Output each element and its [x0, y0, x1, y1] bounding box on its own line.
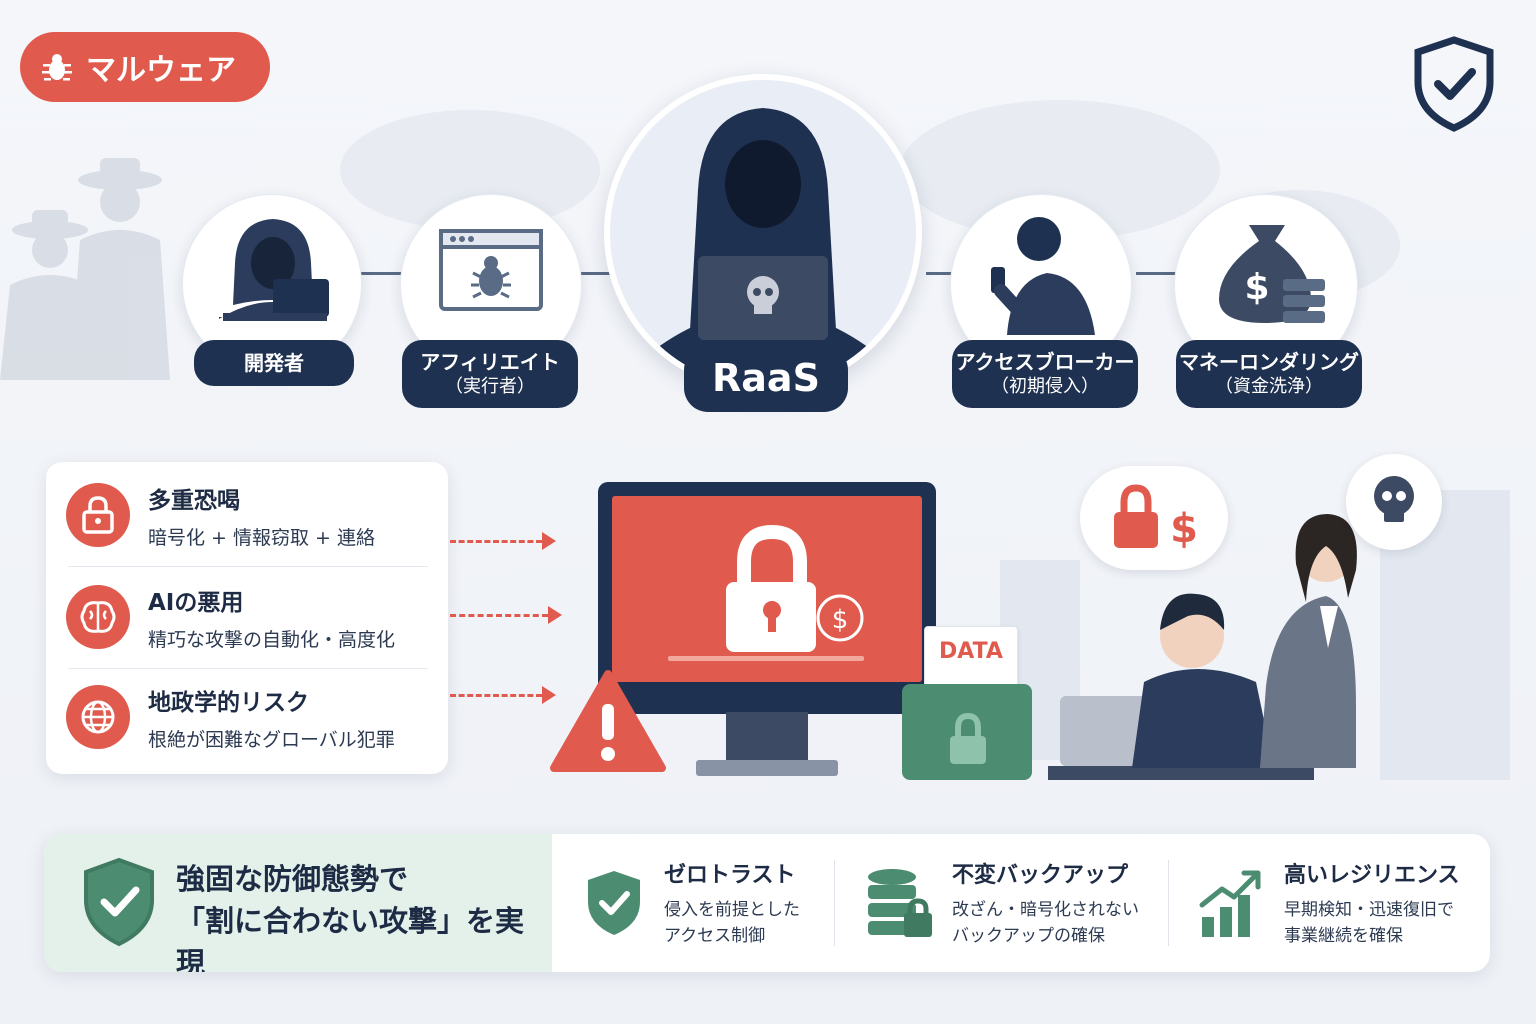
banner-main-text: 強固な防御態勢で 「割に合わない攻撃」を実現 [176, 858, 552, 972]
shadow-figures-illustration [0, 158, 170, 380]
threat-title: 多重恐喝 [148, 487, 240, 514]
developer-label: 開発者 [194, 340, 354, 386]
globe-icon [66, 685, 130, 749]
connector-line [926, 272, 956, 275]
arrow [450, 614, 548, 617]
warning-triangle-icon [550, 670, 666, 772]
feature-desc-line1: 早期検知・迅速復旧で [1284, 899, 1454, 920]
divider [68, 668, 428, 669]
arrow [450, 540, 542, 543]
lock-icon [950, 712, 986, 764]
threat-desc: 根絶が困難なグローバル犯罪 [148, 728, 395, 751]
raas-circle [604, 74, 922, 392]
feature-desc-line1: 侵入を前提とした [664, 899, 800, 920]
svg-text:$: $ [1170, 506, 1198, 552]
threat-desc: 精巧な攻撃の自動化・高度化 [148, 628, 396, 651]
lock-dollar-icon: $ [1114, 484, 1198, 552]
affiliate-label-line2: （実行者） [445, 376, 535, 398]
money-laundering-label: マネーロンダリング （資金洗浄） [1176, 340, 1362, 408]
feature-title: ゼロトラスト [664, 862, 796, 888]
shield-check-icon [588, 871, 640, 935]
money-laundering-label-line2: （資金洗浄） [1215, 376, 1323, 398]
threat-title: 地政学的リスク [148, 689, 309, 716]
arrow [450, 694, 542, 697]
connector-line [1136, 272, 1176, 275]
feature-desc: 侵入を前提とした アクセス制御 [664, 897, 800, 950]
database-lock-icon [868, 869, 932, 937]
person-phone-icon [991, 217, 1095, 335]
feature-resilience: 高いレジリエンス 早期検知・迅速復旧で 事業継続を確保 [1198, 834, 1460, 972]
speech-bubble-lock-dollar: $ [1080, 466, 1228, 570]
money-laundering-label-line1: マネーロンダリング [1179, 350, 1359, 375]
hooded-hacker-laptop-icon [219, 219, 329, 321]
browser-bug-icon [439, 229, 543, 311]
malware-tag-label: マルウェア [86, 53, 236, 88]
feature-desc: 改ざん・暗号化されない バックアップの確保 [952, 897, 1139, 950]
defense-banner: 強固な防御態勢で 「割に合わない攻撃」を実現 ゼロトラスト 侵入を前提とした ア… [44, 834, 1490, 972]
feature-desc-line1: 改ざん・暗号化されない [952, 899, 1139, 920]
access-broker-label-line1: アクセスブローカー [955, 350, 1135, 375]
feature-immutable-backup: 不変バックアップ 改ざん・暗号化されない バックアップの確保 [866, 834, 1139, 972]
ransomware-monitor: $ [598, 482, 936, 714]
feature-desc-line2: アクセス制御 [664, 926, 766, 946]
svg-text:$: $ [1244, 267, 1269, 308]
banner-main-line1: 強固な防御態勢で [176, 862, 409, 896]
money-bag-icon: $ [1219, 225, 1325, 323]
bug-icon [42, 54, 72, 81]
lock-icon [66, 483, 130, 547]
shield-check-icon [1414, 36, 1494, 132]
monitor-base [696, 760, 838, 776]
connector-line [360, 272, 404, 275]
raas-label: RaaS [684, 346, 848, 412]
feature-desc-line2: バックアップの確保 [952, 926, 1105, 946]
divider [1168, 860, 1169, 946]
distressed-workers-illustration [1060, 514, 1357, 768]
svg-text:$: $ [832, 605, 849, 635]
access-broker-label-line2: （初期侵入） [991, 376, 1099, 398]
arrow-head [542, 686, 556, 704]
affiliate-label-line1: アフィリエイト [420, 350, 560, 375]
data-label: DATA [939, 639, 1003, 664]
shield-check-icon [84, 857, 154, 947]
desk [1048, 766, 1314, 780]
raas-label-text: RaaS [712, 356, 820, 401]
skull-icon [1374, 476, 1414, 522]
monitor-stand [726, 712, 808, 764]
arrow-head [542, 532, 556, 550]
growth-chart-icon [1199, 870, 1261, 937]
malware-tag: マルウェア [20, 32, 270, 102]
arrow-head [548, 606, 562, 624]
threats-panel: 多重恐喝 暗号化 + 情報窃取 + 連絡 AIの悪用 精巧な攻撃の自動化・高度化… [46, 462, 448, 774]
threat-desc: 暗号化 + 情報窃取 + 連絡 [148, 526, 375, 549]
feature-desc: 早期検知・迅速復旧で 事業継続を確保 [1284, 897, 1460, 950]
access-broker-label: アクセスブローカー （初期侵入） [952, 340, 1138, 408]
feature-title: 不変バックアップ [952, 862, 1129, 888]
padlock-dollar-icon: $ [668, 524, 864, 661]
ransomware-screen: $ [612, 496, 922, 682]
banner-main-line2: 「割に合わない攻撃」を実現 [176, 904, 525, 972]
threat-title: AIの悪用 [148, 589, 244, 616]
speech-bubble-skull [1346, 454, 1442, 550]
threat-item-geopolitical: 地政学的リスク 根絶が困難なグローバル犯罪 [66, 672, 428, 762]
feature-zero-trust: ゼロトラスト 侵入を前提とした アクセス制御 [584, 834, 800, 972]
threat-item-ai-abuse: AIの悪用 精巧な攻撃の自動化・高度化 [66, 572, 428, 662]
feature-desc-line2: 事業継続を確保 [1284, 926, 1403, 946]
banner-highlight: 強固な防御態勢で 「割に合わない攻撃」を実現 [44, 834, 552, 972]
locked-folder [902, 684, 1032, 780]
threat-item-multi-extortion: 多重恐喝 暗号化 + 情報窃取 + 連絡 [66, 470, 428, 560]
brain-icon [66, 585, 130, 649]
developer-label-text: 開発者 [244, 351, 304, 375]
feature-title: 高いレジリエンス [1284, 862, 1460, 888]
divider [834, 860, 835, 946]
connector-line [580, 272, 610, 275]
divider [68, 566, 428, 567]
hooded-hacker-skull-laptop-icon [654, 108, 872, 386]
affiliate-label: アフィリエイト （実行者） [402, 340, 578, 408]
